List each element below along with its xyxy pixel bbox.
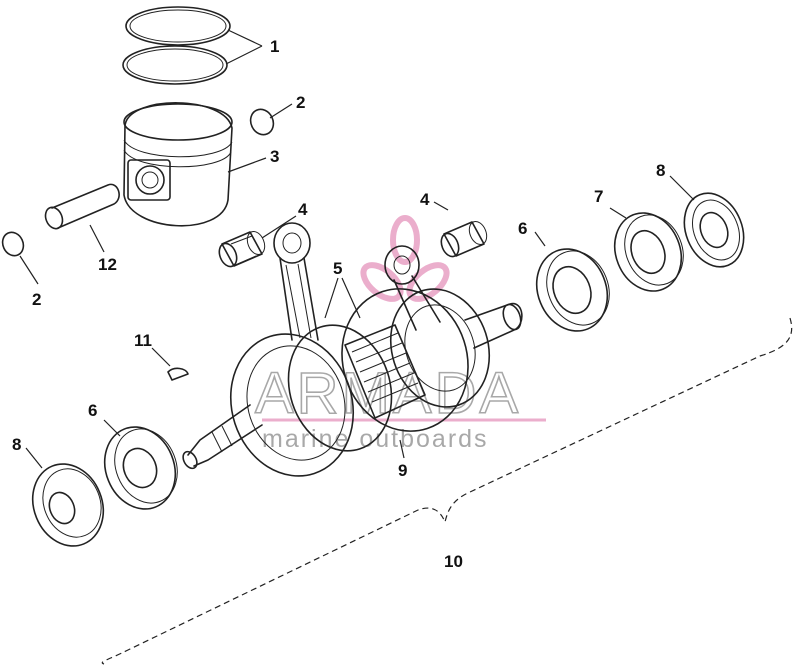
crankshaft-assembly xyxy=(182,277,523,477)
callout-10: 10 xyxy=(444,552,463,571)
callout-4-left: 4 xyxy=(298,200,308,219)
bearing-seven xyxy=(609,207,684,292)
callout-2-lower: 2 xyxy=(32,290,41,309)
callout-9: 9 xyxy=(398,461,407,480)
callout-8-left: 8 xyxy=(12,435,21,454)
callout-2-upper: 2 xyxy=(296,93,305,112)
woodruff-key xyxy=(151,347,189,381)
oil-seal-left xyxy=(25,447,105,547)
callout-5: 5 xyxy=(333,259,342,278)
oil-seal-right xyxy=(669,175,745,268)
callout-8-right: 8 xyxy=(656,161,665,180)
connecting-rod-left xyxy=(273,222,319,341)
main-bearing-left xyxy=(103,419,178,510)
callout-labels: 1 2 2 3 4 4 5 6 6 7 8 8 9 10 11 12 xyxy=(12,37,665,571)
callout-4-right: 4 xyxy=(420,190,430,209)
callout-11: 11 xyxy=(134,331,152,350)
main-bearing-right xyxy=(534,231,610,332)
callout-6-right: 6 xyxy=(518,219,527,238)
watermark-logo-icon xyxy=(360,215,450,302)
piston-pin xyxy=(44,183,120,253)
callout-12: 12 xyxy=(98,255,117,274)
watermark-tagline: marine outboards xyxy=(262,425,489,453)
piston xyxy=(123,102,267,227)
circlip-upper xyxy=(249,103,293,136)
needle-bearing-right xyxy=(433,201,488,258)
callout-7: 7 xyxy=(594,187,603,206)
callout-1: 1 xyxy=(270,37,279,56)
callout-6-left: 6 xyxy=(88,401,97,420)
needle-bearing-left xyxy=(218,215,297,268)
piston-rings xyxy=(122,6,263,85)
callout-3: 3 xyxy=(270,147,279,166)
circlip-lower xyxy=(1,231,39,285)
